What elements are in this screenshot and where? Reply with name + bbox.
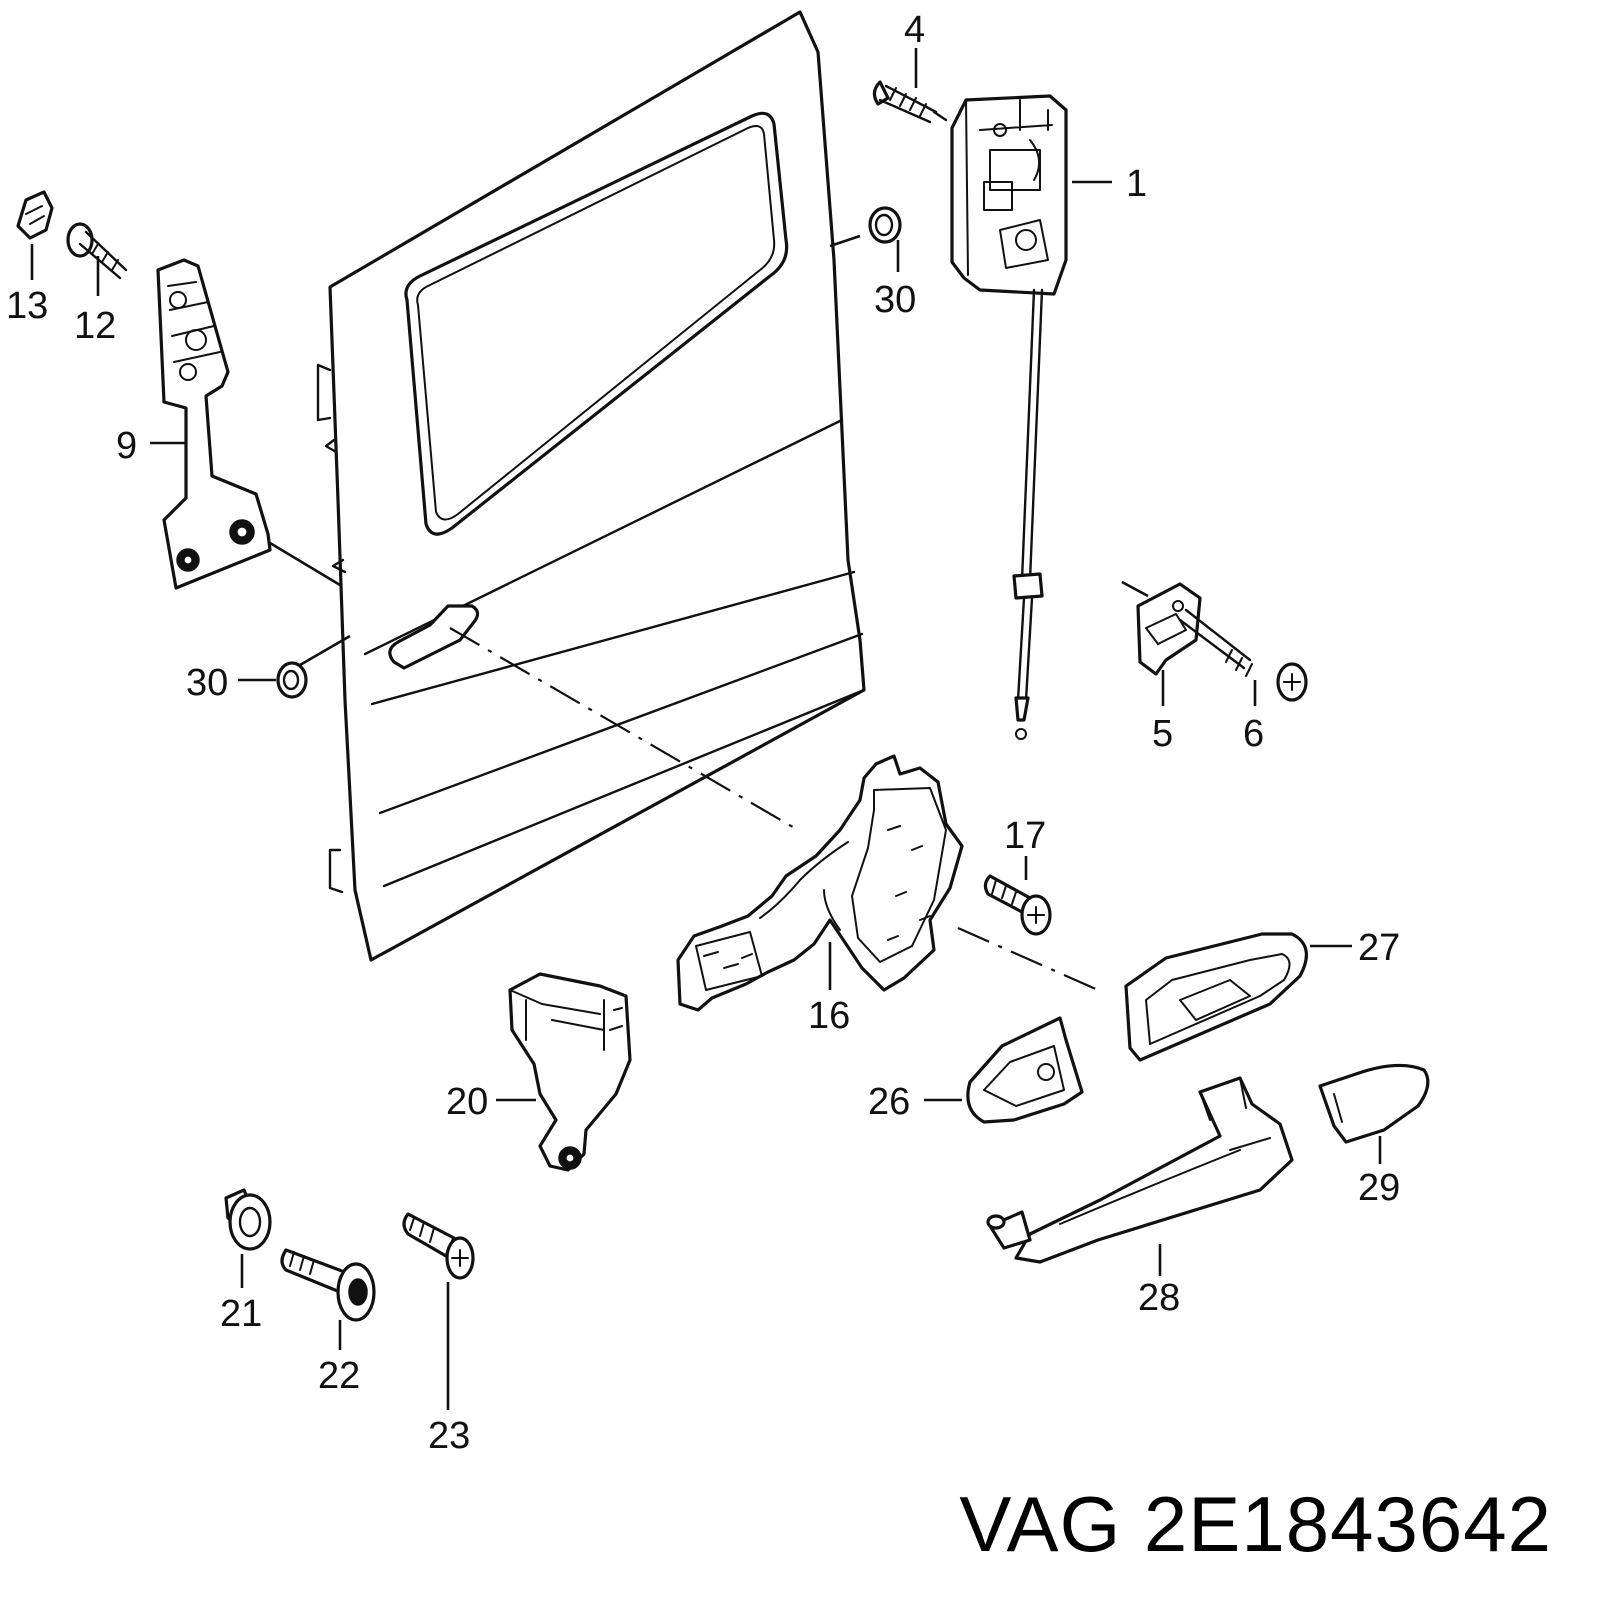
handle-gasket-26 — [966, 1016, 1084, 1124]
shoulder-bolt-22 — [280, 1248, 376, 1322]
bushing-21 — [224, 1188, 272, 1251]
screw-4 — [872, 80, 948, 124]
assembly-line-handle — [449, 627, 799, 831]
handle-carrier-16 — [676, 754, 964, 1012]
handle-escutcheon-27 — [1124, 932, 1308, 1062]
callout-23: 23 — [428, 1415, 470, 1457]
clip-13 — [16, 190, 54, 240]
callout-26: 26 — [868, 1081, 910, 1123]
callout-28: 28 — [1138, 1277, 1180, 1319]
exterior-door-handle-28 — [986, 1076, 1294, 1264]
callout-4: 4 — [904, 9, 925, 51]
screw-12 — [66, 222, 128, 280]
callout-30-lower: 30 — [186, 662, 228, 704]
callout-17: 17 — [1004, 815, 1046, 857]
callout-6: 6 — [1243, 713, 1264, 755]
callout-13: 13 — [6, 285, 48, 327]
callout-30-upper: 30 — [874, 279, 916, 321]
callout-22: 22 — [318, 1355, 360, 1397]
part-number: 2E1843642 — [1143, 1480, 1552, 1568]
door-lock-assembly — [950, 94, 1068, 740]
callout-16: 16 — [808, 995, 850, 1037]
screw-6 — [1178, 608, 1308, 702]
callout-5: 5 — [1152, 713, 1173, 755]
callout-27: 27 — [1358, 927, 1400, 969]
callout-29: 29 — [1358, 1167, 1400, 1209]
callout-20: 20 — [446, 1081, 488, 1123]
callout-1: 1 — [1126, 163, 1147, 205]
catch-plate-5 — [1121, 580, 1202, 676]
callout-21: 21 — [220, 1293, 262, 1335]
handle-end-cap-29 — [1318, 1063, 1430, 1144]
upper-guide-bracket-9 — [156, 258, 272, 590]
callout-9: 9 — [116, 425, 137, 467]
lower-guide-arm-20 — [508, 972, 632, 1172]
part-number-caption: VAG 2E1843642 — [0, 1479, 1552, 1570]
sliding-door-panel — [316, 10, 866, 962]
brand-label: VAG — [959, 1480, 1122, 1568]
grommet-30-upper — [868, 206, 902, 244]
callout-12: 12 — [74, 305, 116, 347]
grommet-30-lower — [276, 661, 308, 699]
screw-17 — [983, 874, 1052, 936]
screw-23 — [402, 1212, 475, 1280]
assembly-line-escutcheon — [957, 926, 1099, 992]
